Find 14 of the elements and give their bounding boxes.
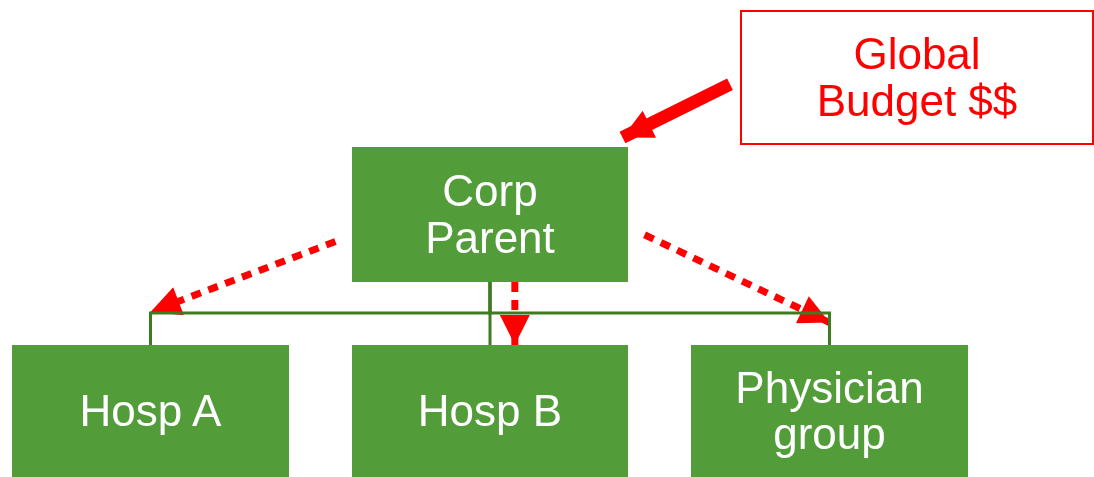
arrow [619, 78, 733, 144]
box-label: Corp Parent [424, 168, 556, 261]
arrow [643, 231, 831, 326]
box-label: Global Budget $$ [815, 31, 1019, 124]
arrow [499, 282, 530, 345]
org-box [691, 345, 968, 477]
box-label: Hosp A [79, 387, 222, 435]
box-label: Physician group [734, 364, 925, 458]
connector-line [488, 282, 831, 345]
org-box [352, 345, 628, 477]
note-box [740, 10, 1094, 145]
org-box [352, 147, 628, 282]
org-box [12, 345, 289, 477]
box-label: Hosp B [417, 387, 563, 435]
